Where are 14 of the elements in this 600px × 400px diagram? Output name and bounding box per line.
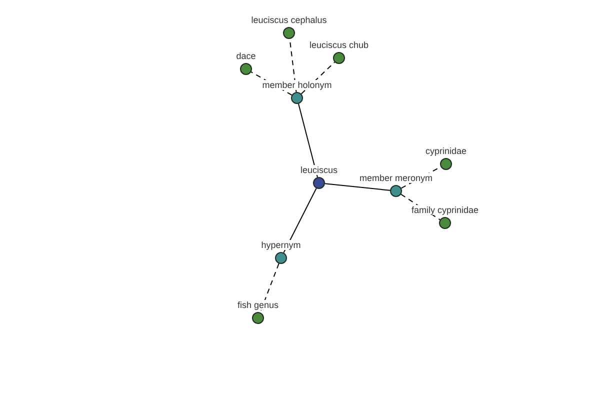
node-label: leuciscus chub bbox=[308, 40, 370, 50]
connector bbox=[283, 188, 317, 254]
node-label: fish genus bbox=[236, 300, 280, 310]
node-label: leuciscus bbox=[300, 165, 338, 175]
connector bbox=[298, 103, 318, 178]
node-label: family cyprinidae bbox=[410, 205, 480, 215]
node-label: hypernym bbox=[260, 240, 302, 250]
dashed-connector bbox=[300, 62, 336, 94]
node-label: cyprinidae bbox=[424, 146, 468, 156]
node-label: member holonym bbox=[261, 80, 333, 90]
node-label: dace bbox=[235, 51, 257, 61]
node-label: leuciscus cephalus bbox=[250, 15, 328, 25]
node-label: member meronym bbox=[358, 173, 434, 183]
connector bbox=[324, 183, 391, 191]
